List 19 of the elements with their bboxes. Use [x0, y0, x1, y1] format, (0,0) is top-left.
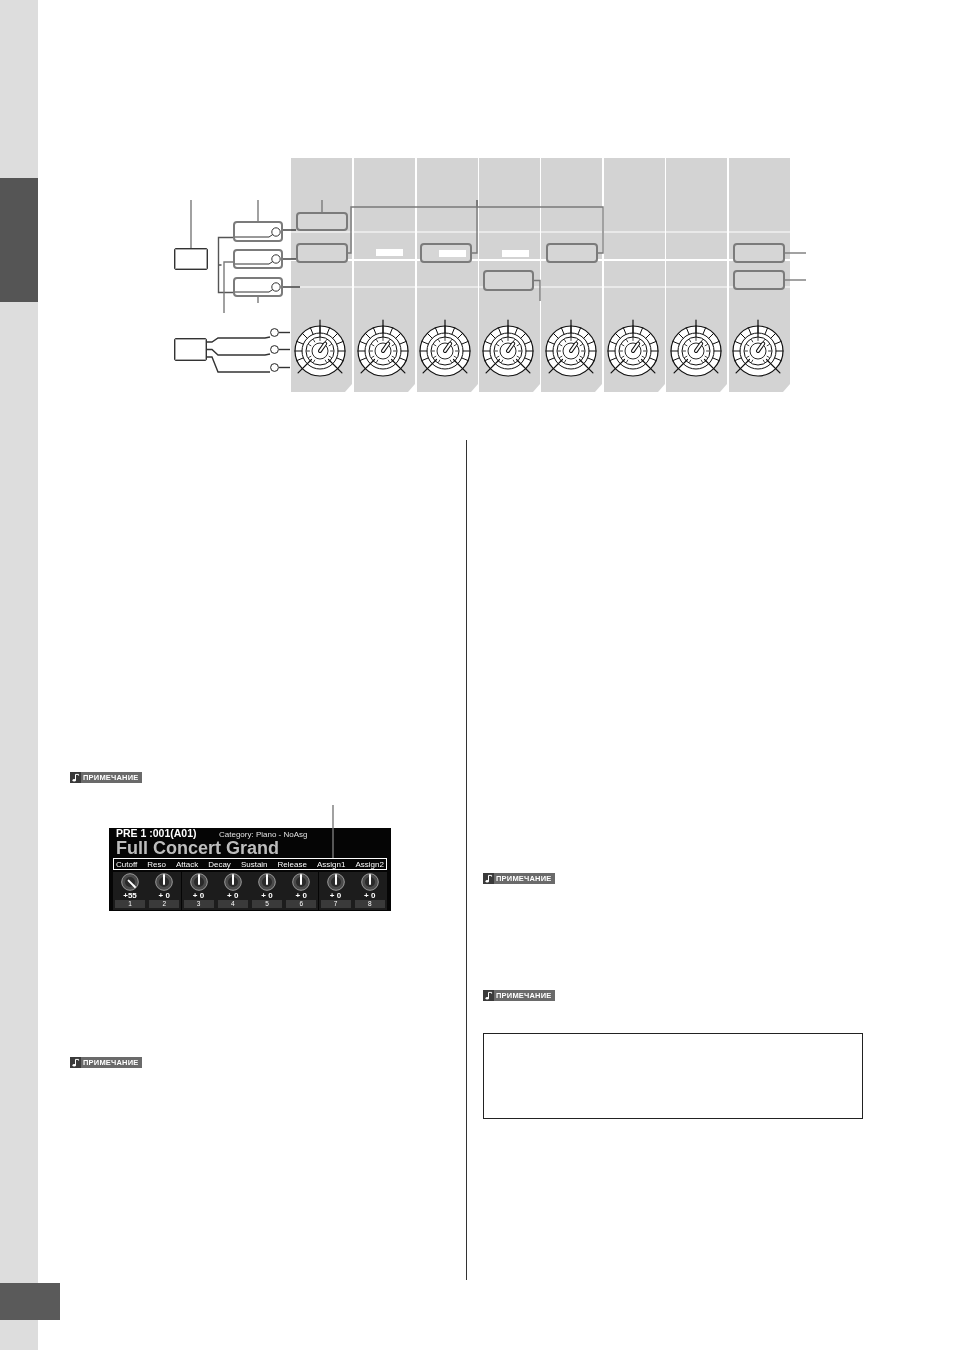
parameter-value: + 0	[261, 891, 273, 900]
parameter-name: Release	[277, 859, 307, 869]
parameter-name: Decay	[208, 859, 231, 869]
parameter-value: + 0	[192, 891, 205, 900]
voice-category: Category: Piano - NoAsg	[219, 831, 308, 839]
parameter-value: + 0	[227, 891, 239, 900]
parameter-name: Sustain	[240, 859, 268, 869]
parameter-name: Reso	[147, 859, 166, 869]
parameter-name: Cutoff	[116, 859, 138, 869]
parameter-value: + 0	[329, 891, 342, 900]
parameter-name: Assign1	[316, 859, 346, 869]
parameter-value: + 0	[295, 891, 307, 900]
parameter-value: + 0	[364, 891, 376, 900]
voice-number: PRE 1 :001(A01)	[116, 828, 197, 839]
voice-name: Full Concert Grand	[116, 839, 279, 857]
parameter-name: Assign2	[355, 859, 384, 869]
parameter-value: + 0	[158, 891, 170, 900]
parameter-value: +55	[123, 891, 137, 900]
parameter-name: Attack	[175, 859, 199, 869]
